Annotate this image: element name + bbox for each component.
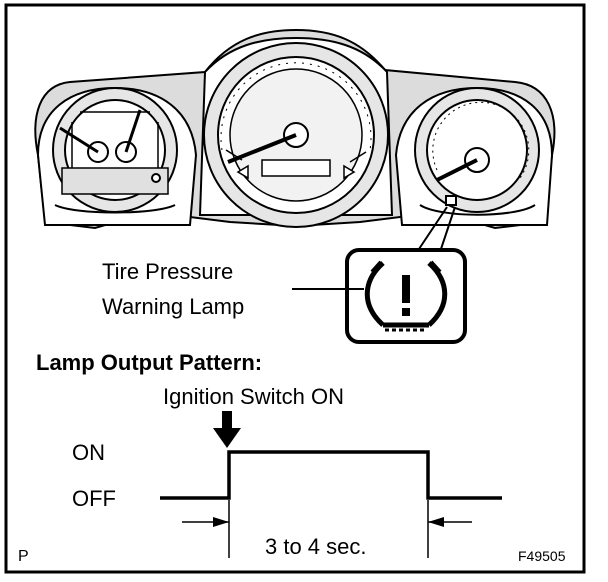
pattern-title: Lamp Output Pattern:: [36, 350, 262, 375]
lamp-output-waveform: [160, 450, 502, 500]
tire-pressure-warning-icon: [345, 248, 467, 344]
down-arrow-icon: [213, 411, 241, 448]
timing-diagram: ON OFF 3 to 4 sec.: [72, 411, 502, 559]
on-level-label: ON: [72, 440, 105, 465]
callout-lines: [416, 206, 456, 253]
duration-label: 3 to 4 sec.: [265, 534, 367, 559]
off-level-label: OFF: [72, 486, 116, 511]
instrument-cluster: [34, 28, 556, 230]
corner-mark: P: [18, 548, 29, 565]
ignition-label: Ignition Switch ON: [163, 384, 344, 409]
lamp-position-marker: [445, 195, 457, 206]
lamp-label-line1: Tire Pressure: [102, 259, 233, 284]
figure-code: F49505: [518, 548, 566, 564]
lamp-label-line2: Warning Lamp: [102, 294, 244, 319]
